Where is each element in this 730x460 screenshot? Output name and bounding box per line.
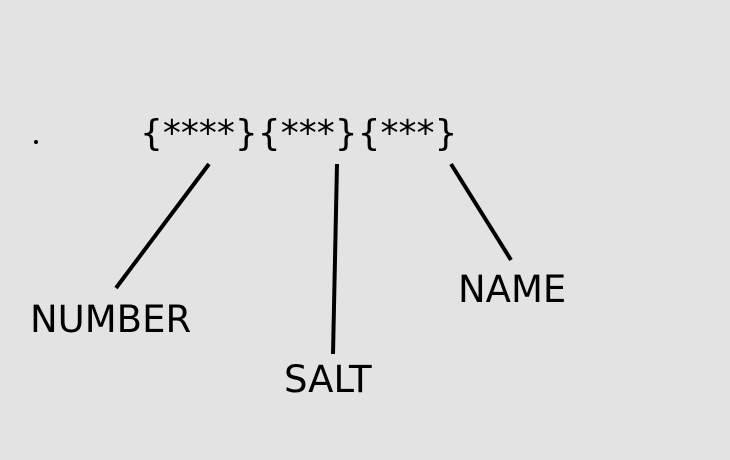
marker-dot — [34, 140, 38, 144]
leader-line-salt — [331, 163, 339, 355]
leader-line-name — [449, 162, 513, 262]
placeholder-pattern: {****}{***}{***} — [140, 113, 458, 154]
label-name: NAME — [458, 268, 567, 311]
leader-line-number — [114, 162, 211, 290]
label-salt: SALT — [284, 358, 372, 401]
label-number: NUMBER — [30, 298, 192, 341]
